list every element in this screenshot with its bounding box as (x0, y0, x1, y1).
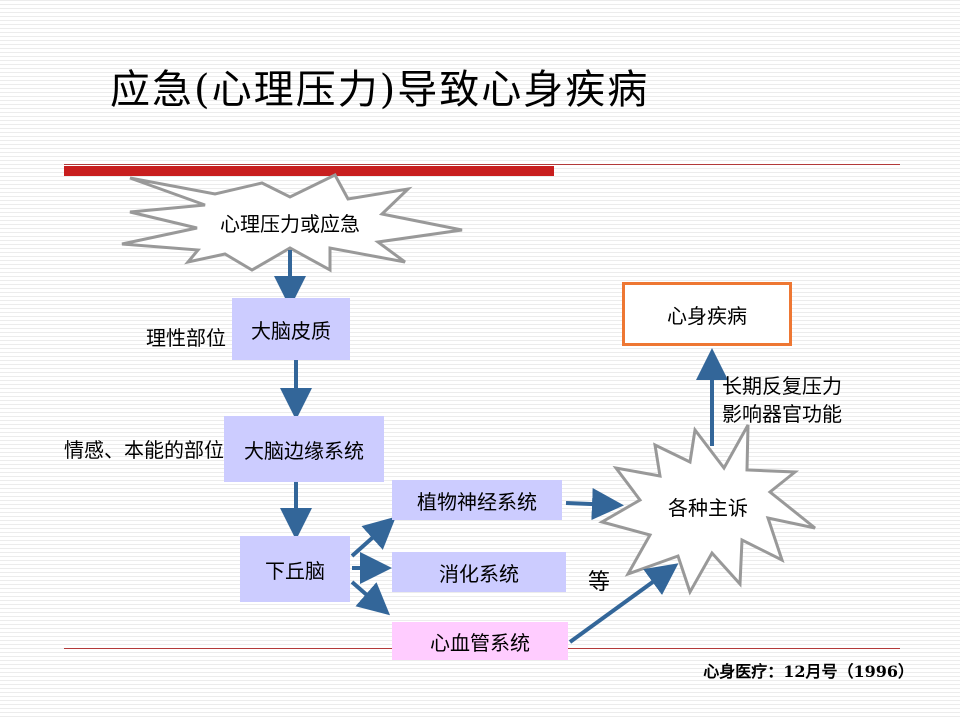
digestive-system-box: 消化系统 (392, 552, 566, 592)
autonomic-nervous-system-box: 植物神经系统 (392, 480, 562, 520)
complaints-node-label: 各种主诉 (668, 496, 748, 520)
arrow-cardio-to-complaints (568, 563, 679, 644)
arrow-hypothalamus-to-autonomic (350, 516, 396, 558)
slide-title: 应急(心理压力)导致心身疾病 (110, 67, 650, 113)
red-accent-bar (64, 166, 554, 176)
psychosomatic-disease-box: 心身疾病 (622, 282, 792, 346)
top-rule (64, 164, 900, 165)
arrow-autonomic-to-complaints (565, 488, 624, 521)
citation: 心身医疗：12月号（1996） (703, 662, 914, 681)
rational-area-label: 理性部位 (146, 326, 226, 350)
arrow-hypothalamus-to-cardio (350, 580, 391, 616)
stress-starburst-shape (121, 173, 463, 273)
etc-label: 等 (588, 570, 611, 595)
cortex-box: 大脑皮质 (232, 298, 350, 360)
stress-node-label: 心理压力或应急 (220, 212, 360, 236)
limbic-system-box: 大脑边缘系统 (224, 416, 384, 482)
hypothalamus-box: 下丘脑 (240, 536, 350, 602)
long-term-stress-label-line1: 长期反复压力 (722, 374, 842, 398)
long-term-stress-label-line2: 影响器官功能 (722, 402, 842, 426)
emotional-area-label: 情感、本能的部位 (64, 438, 224, 462)
cardiovascular-system-box: 心血管系统 (392, 622, 568, 660)
